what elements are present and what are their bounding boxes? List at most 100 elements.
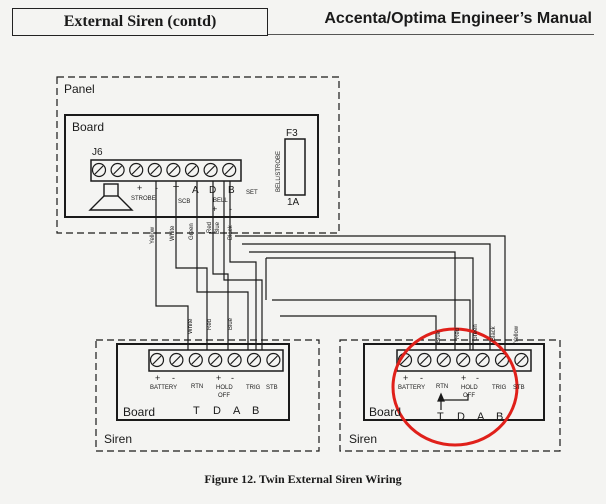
siren-1-d: D [213, 405, 221, 417]
siren-2-t: T [437, 411, 444, 423]
siren-2-hold-minus: - [476, 373, 479, 383]
siren-1-off: OFF [218, 393, 230, 399]
siren-2-a: A [477, 411, 485, 423]
header-rule [268, 34, 594, 35]
j6-screw-slot [187, 165, 197, 175]
siren-1-screw-slot [191, 355, 201, 365]
j6-screw-slot [224, 165, 234, 175]
siren-1-screw-slot [171, 355, 181, 365]
wire-white-2: White [188, 318, 194, 334]
panel-label: Panel [64, 82, 95, 96]
siren-1-hold: HOLD [216, 385, 233, 391]
bell-plus: + [212, 204, 217, 214]
siren-2-screw-terminal [456, 352, 471, 368]
wire-blue-2: Blue [228, 317, 234, 330]
wire-yellow-1: Yellow [150, 226, 156, 244]
siren-2-d: D [457, 411, 465, 423]
j6-terminal-block [90, 159, 242, 182]
siren-2-terminal-block [396, 349, 532, 372]
siren-1-board [116, 343, 290, 421]
wire-blue-3: Blue [436, 330, 442, 343]
panel-box [56, 76, 340, 234]
siren-2-screw-slot [439, 355, 449, 365]
siren-1-rtn: RTN [191, 384, 203, 390]
wire-white-1: White [170, 225, 176, 241]
siren-1-screw-terminal [149, 352, 165, 368]
j6-screw-terminal [147, 162, 162, 178]
panel-board [64, 114, 319, 218]
wire-black-2: Black [491, 325, 497, 341]
siren-2-box [339, 339, 561, 452]
j6-screw-terminal [184, 162, 200, 178]
fuse-rating: 1A [287, 197, 300, 208]
siren-1-screw-slot [152, 355, 162, 365]
j6-screw-slot [113, 165, 123, 175]
section-title: External Siren (contd) [12, 8, 268, 36]
rtn-arrow [437, 392, 469, 410]
siren-1-screw-terminal [208, 352, 223, 368]
siren-2-screw-slot [400, 355, 410, 365]
bell-minus: - [229, 204, 232, 214]
scb-b: B [228, 185, 235, 196]
wire-red-1: Red [207, 222, 213, 233]
j6-screw-slot [131, 165, 141, 175]
siren-2-plus: + [403, 373, 408, 383]
siren-1-screw-slot [230, 355, 240, 365]
siren-2-label: Siren [349, 432, 377, 446]
fuse-label: F3 [286, 128, 298, 139]
set-label: SET [246, 190, 258, 196]
siren-2-off: OFF [463, 393, 475, 399]
siren-1-hold-minus: - [231, 373, 234, 383]
panel-board-label: Board [72, 120, 104, 134]
j6-screw-terminal [110, 162, 125, 178]
siren-2-board-label: Board [369, 405, 401, 419]
j6-screw-terminal [129, 162, 144, 178]
strobe-label: STROBE [131, 196, 156, 202]
wire-yellow-2: Yellow [514, 325, 520, 343]
siren-2-minus: - [420, 373, 423, 383]
wires [155, 181, 506, 350]
siren-2-hold-plus: + [461, 373, 466, 383]
wire-green-1: Green [189, 223, 195, 240]
highlight-circle [391, 327, 519, 447]
bell-label: BELL [213, 198, 228, 204]
wire-black-1: Black [228, 224, 234, 240]
j6-screw-terminal [203, 162, 218, 178]
siren-1-screw-terminal [188, 352, 203, 368]
siren-1-screw-slot [268, 355, 278, 365]
scb-label: SCB [178, 199, 190, 205]
siren-1-a: A [233, 405, 241, 417]
siren-2-stb: STB [513, 385, 525, 391]
siren-1-b: B [252, 405, 259, 417]
siren-1-trig: TRIG [246, 385, 261, 391]
siren-2-screw-slot [458, 355, 468, 365]
siren-2-screw-slot [478, 355, 488, 365]
fuse-function: BELL/STROBE [276, 151, 282, 192]
siren-1-minus: - [172, 373, 175, 383]
siren-2-hold: HOLD [461, 385, 478, 391]
scb-a: A [192, 185, 199, 196]
fuse [284, 138, 306, 196]
siren-2-screw-terminal [436, 352, 451, 368]
siren-2-screw-terminal [417, 352, 432, 368]
wire-green-2: Green [473, 324, 479, 341]
speaker-icon [88, 183, 134, 211]
scb-d: D [209, 185, 216, 196]
siren-2-screw-slot [516, 355, 526, 365]
j6-screw-slot [94, 165, 104, 175]
siren-2-rtn: RTN [436, 384, 448, 390]
figure-caption: Figure 12. Twin External Siren Wiring [204, 472, 402, 486]
siren-1-screw-terminal [169, 352, 184, 368]
j6-screw-terminal [91, 162, 107, 178]
siren-1-screw-slot [249, 355, 259, 365]
siren-2-board [363, 343, 545, 421]
siren-1-plus: + [155, 373, 160, 383]
wire-blue-1: Blue [215, 221, 221, 234]
siren-2-trig: TRIG [492, 385, 507, 391]
siren-1-label: Siren [104, 432, 132, 446]
siren-1-screw-slot [210, 355, 220, 365]
manual-title: Accenta/Optima Engineer’s Manual [324, 10, 592, 27]
siren-1-t: T [193, 405, 200, 417]
siren-2-screw-slot [497, 355, 507, 365]
